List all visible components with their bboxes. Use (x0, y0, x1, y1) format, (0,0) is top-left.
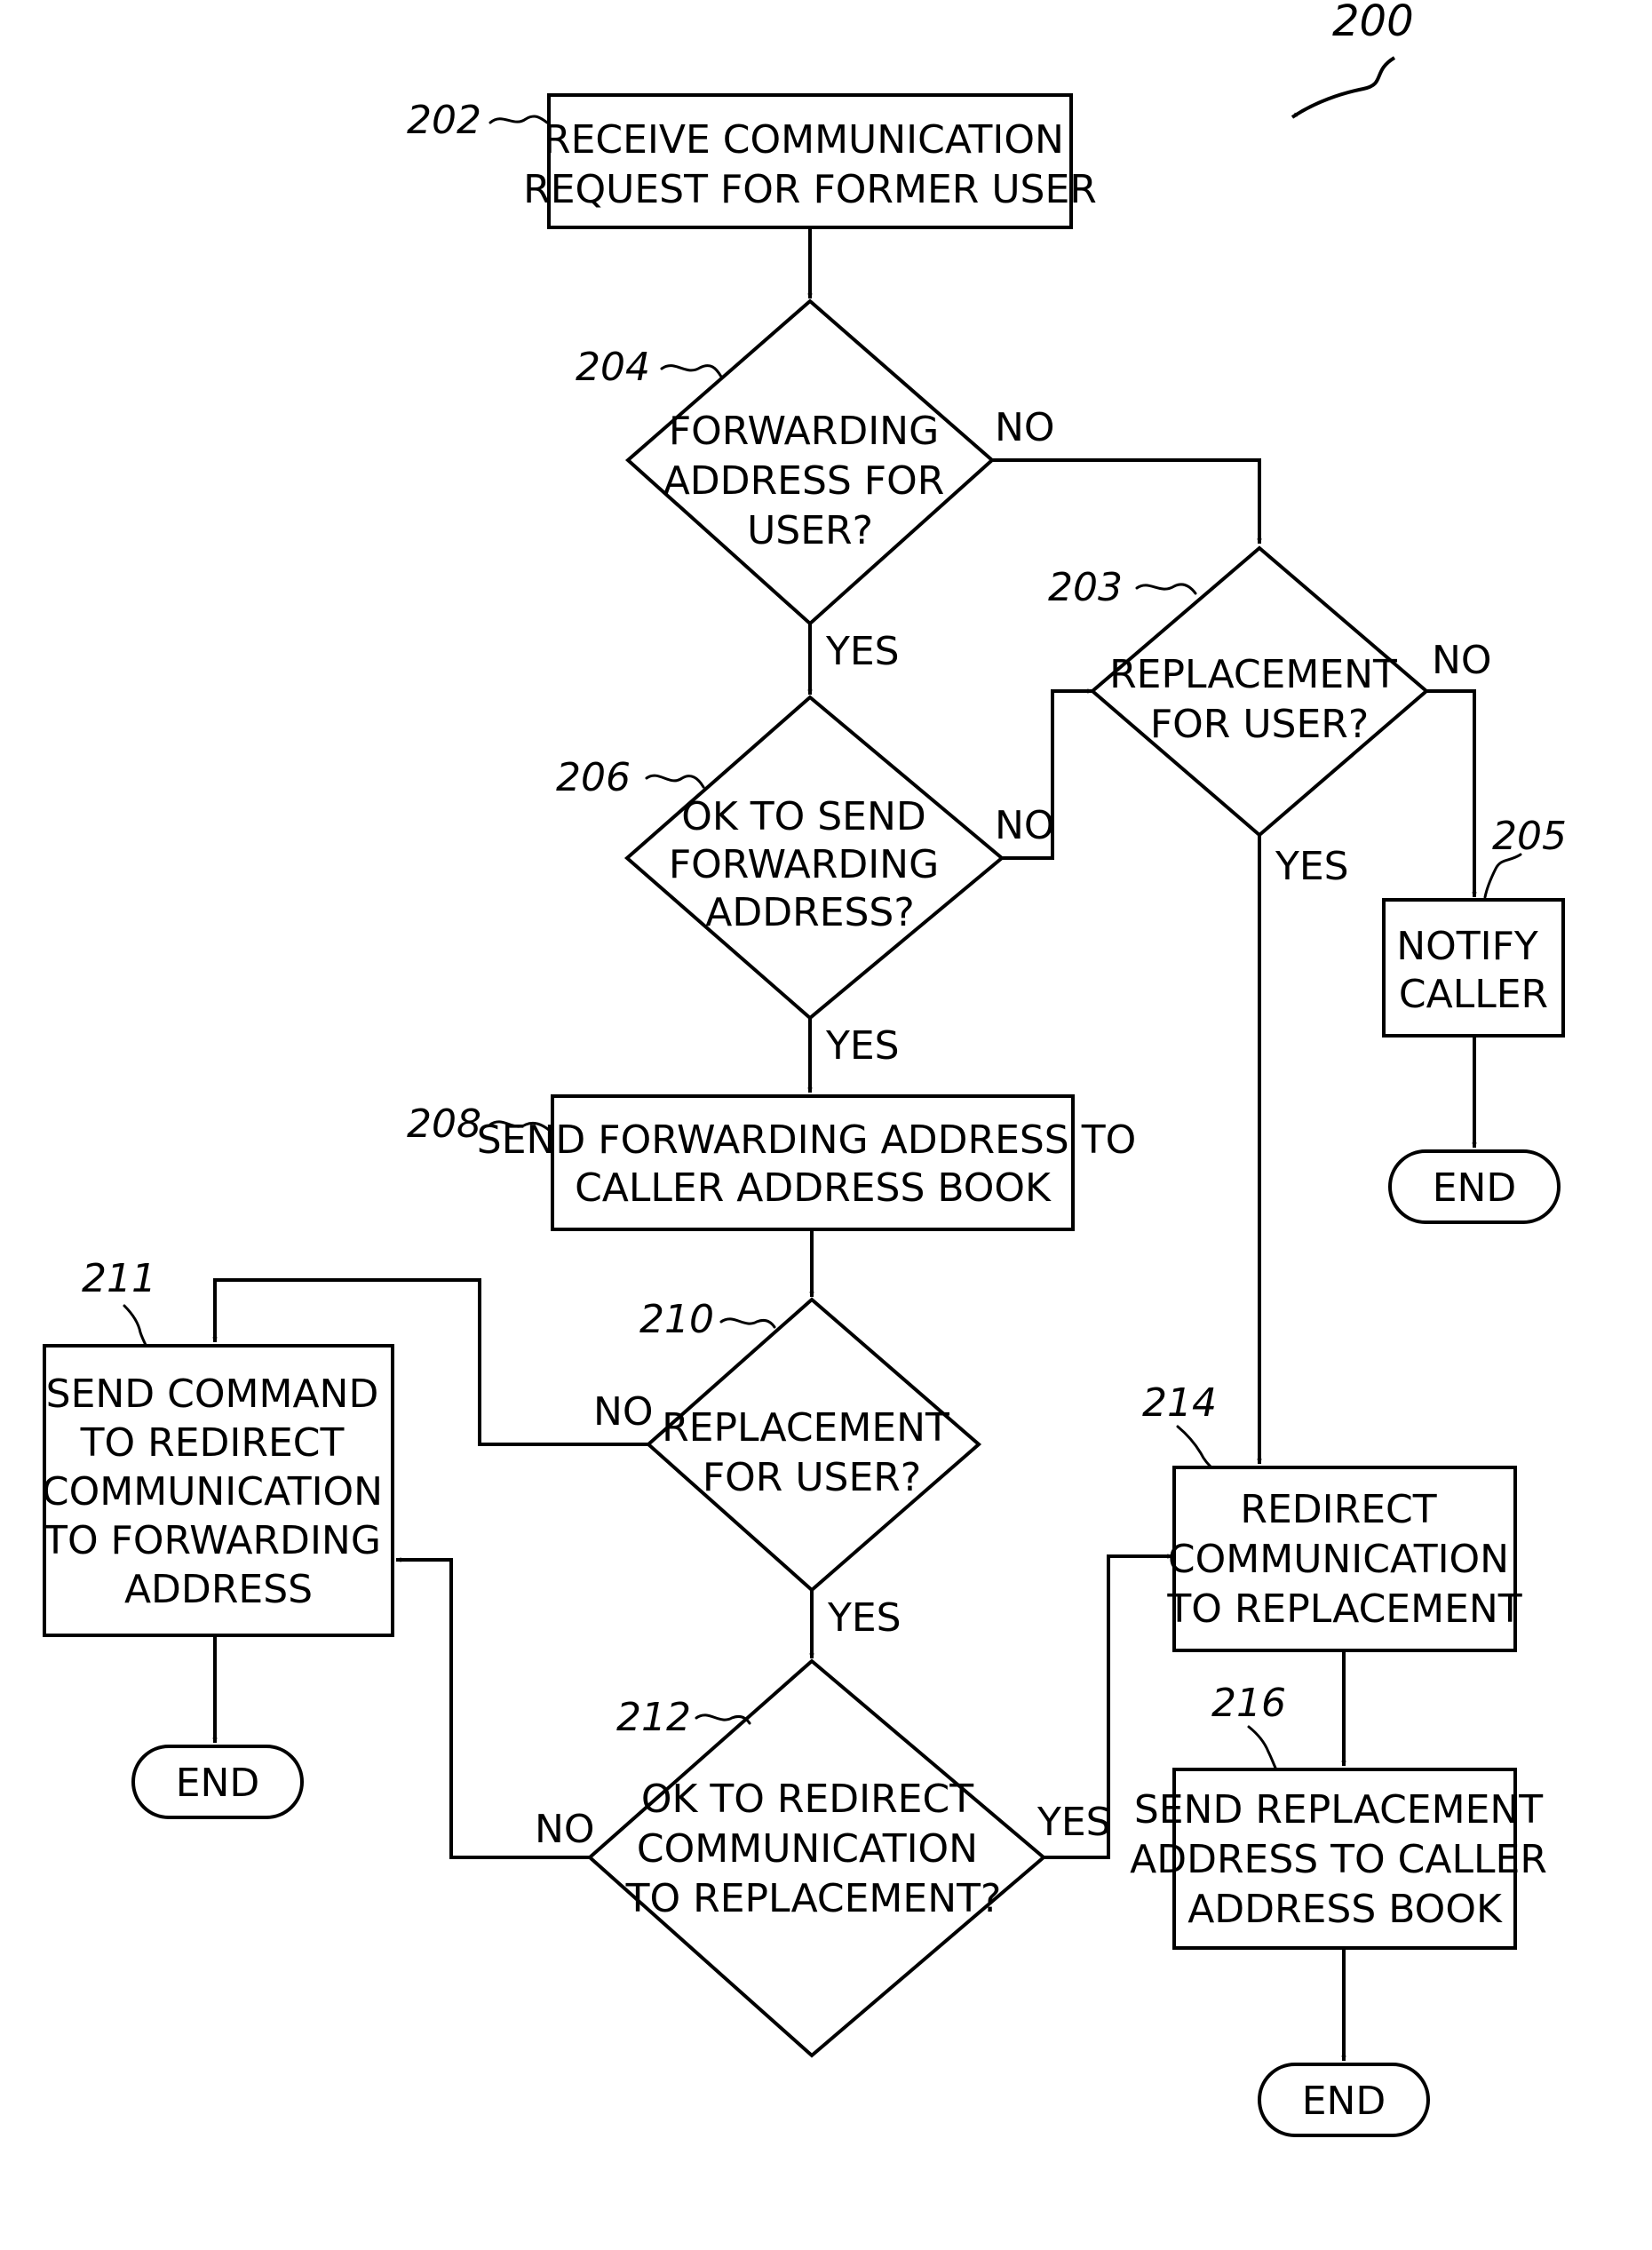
end-terminal-216: END (1259, 2064, 1428, 2135)
branch-212-yes: YES (1036, 1800, 1111, 1845)
figure-label: 200 (1292, 0, 1414, 117)
ref-205-number: 205 (1492, 814, 1567, 859)
ref-211-number: 211 (82, 1256, 156, 1301)
end-216-text: END (1302, 2079, 1386, 2124)
step-214-box: REDIRECT COMMUNICATION TO REPLACEMENT (1166, 1467, 1521, 1650)
figure-number: 200 (1332, 0, 1414, 46)
ref-216-number: 216 (1211, 1681, 1286, 1726)
ref-203-number: 203 (1048, 565, 1123, 610)
ref-216-leader (1249, 1727, 1275, 1768)
step-216-box: SEND REPLACEMENT ADDRESS TO CALLER ADDRE… (1130, 1769, 1560, 1948)
figure-pointer-arrow (1292, 58, 1394, 117)
ref-211: 211 (82, 1256, 156, 1345)
ref-206-leader (647, 775, 703, 787)
step-208-box: SEND FORWARDING ADDRESS TO CALLER ADDRES… (477, 1096, 1148, 1229)
ref-208-number: 208 (407, 1101, 481, 1147)
arrow-204-no-to-203 (992, 460, 1259, 544)
arrow-203-no-to-205 (1426, 691, 1474, 897)
decision-203-diamond: REPLACEMENT FOR USER? (1092, 548, 1426, 835)
branch-203-no: NO (1432, 638, 1492, 683)
end-211-text: END (176, 1761, 260, 1806)
decision-204-diamond: FORWARDING ADDRESS FOR USER? (628, 301, 992, 624)
decision-206-diamond: OK TO SEND FORWARDING ADDRESS? (627, 697, 1002, 1018)
ref-214-leader (1178, 1427, 1211, 1467)
ref-203: 203 (1048, 565, 1195, 610)
ref-202-leader (490, 116, 547, 123)
ref-202: 202 (407, 98, 547, 143)
ref-214-number: 214 (1142, 1380, 1217, 1426)
ref-210: 210 (639, 1297, 774, 1342)
decision-212-text: OK TO REDIRECT COMMUNICATION TO REPLACEM… (625, 1777, 1002, 1921)
ref-205: 205 (1485, 814, 1567, 897)
branch-210-no: NO (593, 1389, 654, 1435)
step-211-box: SEND COMMAND TO REDIRECT COMMUNICATION T… (42, 1346, 395, 1635)
ref-210-number: 210 (639, 1297, 714, 1342)
branch-206-no: NO (995, 803, 1055, 848)
decision-210-diamond: REPLACEMENT FOR USER? (648, 1300, 979, 1590)
ref-210-leader (721, 1319, 774, 1327)
branch-203-yes: YES (1275, 844, 1349, 889)
branch-210-yes: YES (827, 1595, 901, 1641)
step-216-text: SEND REPLACEMENT ADDRESS TO CALLER ADDRE… (1130, 1787, 1560, 1932)
branch-206-yes: YES (825, 1023, 900, 1069)
ref-205-leader (1485, 855, 1521, 897)
end-terminal-205: END (1390, 1151, 1559, 1222)
ref-216: 216 (1211, 1681, 1286, 1768)
step-205-box: NOTIFY CALLER (1384, 900, 1563, 1036)
branch-204-yes: YES (825, 629, 900, 674)
decision-206-text: OK TO SEND FORWARDING ADDRESS? (669, 794, 951, 935)
branch-204-no: NO (995, 405, 1055, 450)
ref-204-number: 204 (576, 345, 650, 390)
ref-214: 214 (1142, 1380, 1217, 1467)
ref-212-number: 212 (616, 1695, 691, 1740)
ref-204-leader (662, 366, 721, 377)
step-202-box: RECEIVE COMMUNICATION REQUEST FOR FORMER… (523, 95, 1097, 227)
end-terminal-211: END (133, 1746, 302, 1817)
ref-204: 204 (576, 345, 721, 390)
ref-202-number: 202 (407, 98, 481, 143)
branch-212-no: NO (535, 1807, 595, 1852)
ref-211-leader (124, 1306, 146, 1345)
ref-203-leader (1137, 584, 1195, 593)
ref-206-number: 206 (556, 755, 631, 800)
end-205-text: END (1433, 1165, 1517, 1211)
